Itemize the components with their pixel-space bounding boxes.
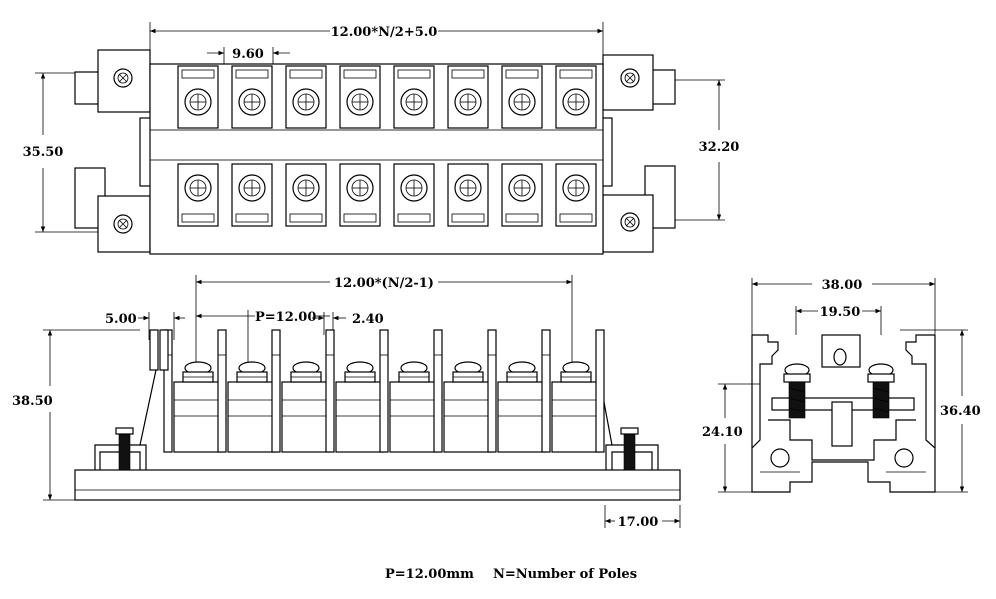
top-poles — [177, 65, 597, 227]
footer-pitch-note: P=12.00mm — [385, 567, 474, 582]
end-width-label: 38.00 — [822, 278, 863, 293]
side-terminal — [379, 329, 439, 453]
side-height-label: 38.50 — [12, 394, 53, 409]
side-left-clamp — [94, 369, 157, 471]
end-right-height-label: 36.40 — [940, 404, 981, 419]
top-terminal — [555, 163, 597, 227]
dim-end-width: 38.00 — [751, 278, 936, 335]
dim-side-height: 38.50 — [12, 329, 140, 501]
top-terminal — [231, 65, 273, 129]
side-terminal — [433, 329, 493, 453]
dim-end-right-height: 36.40 — [900, 329, 981, 493]
end-center-slot — [831, 401, 853, 447]
dim-end-left-height: 24.10 — [702, 383, 772, 493]
left-end-bracket — [74, 49, 159, 253]
dim-side-rail: 17.00 — [604, 505, 681, 530]
top-terminal — [447, 65, 489, 129]
top-terminal — [177, 163, 219, 227]
top-terminal — [285, 65, 327, 129]
end-view: 38.00 19.50 24.10 36.40 — [702, 278, 981, 493]
side-terminal — [541, 329, 601, 453]
end-inner-label: 19.50 — [820, 305, 861, 320]
side-margin-label: 5.00 — [105, 312, 137, 327]
top-view: 12.00*N/2+5.0 9.60 35.50 32.20 — [23, 22, 740, 255]
side-span-label: 12.00*(N/2-1) — [334, 276, 434, 291]
top-terminal — [393, 65, 435, 129]
dim-top-total-width: 12.00*N/2+5.0 — [149, 22, 604, 64]
dim-side-margin: 5.00 — [105, 312, 185, 340]
side-terminal — [325, 329, 385, 453]
side-terminal — [217, 329, 277, 453]
top-terminal — [447, 163, 489, 227]
side-rail-label: 17.00 — [618, 515, 659, 530]
dim-side-gap: 2.40 — [312, 312, 384, 335]
dim-side-pitch: P=12.00 — [196, 310, 330, 372]
dim-top-pitch: 9.60 — [207, 47, 290, 70]
dim-left-height: 35.50 — [23, 72, 100, 233]
top-terminal — [231, 163, 273, 227]
side-right-clamp — [597, 369, 659, 471]
top-terminal — [339, 163, 381, 227]
end-center-web — [821, 334, 861, 368]
footer-poles-note: N=Number of Poles — [493, 567, 637, 582]
left-height-label: 35.50 — [23, 145, 64, 160]
side-fin — [149, 329, 605, 453]
side-terminal — [271, 329, 331, 453]
end-left-screw — [783, 363, 811, 419]
end-left-height-label: 24.10 — [702, 425, 743, 440]
right-end-bracket — [595, 54, 676, 253]
top-total-width-label: 12.00*N/2+5.0 — [331, 25, 438, 40]
top-terminal — [501, 163, 543, 227]
top-center-rail — [149, 129, 604, 161]
top-terminal — [555, 65, 597, 129]
right-height-label: 32.20 — [699, 140, 740, 155]
dim-side-span: 12.00*(N/2-1) — [195, 275, 573, 372]
end-right-hole — [894, 448, 914, 468]
side-terminal — [163, 329, 223, 453]
end-right-screw — [867, 363, 895, 419]
end-left-hole — [770, 448, 790, 468]
top-terminal — [393, 163, 435, 227]
side-pitch-label: P=12.00 — [255, 310, 316, 325]
top-terminal — [285, 163, 327, 227]
top-pitch-label: 9.60 — [232, 47, 264, 62]
top-terminal — [339, 65, 381, 129]
side-base-rail — [74, 469, 681, 501]
top-terminal — [177, 65, 219, 129]
side-view: 12.00*(N/2-1) 5.00 P=12.00 2.40 — [12, 275, 681, 530]
side-gap-label: 2.40 — [352, 312, 384, 327]
top-terminal — [501, 65, 543, 129]
side-poles — [149, 329, 605, 453]
side-terminal — [487, 329, 547, 453]
